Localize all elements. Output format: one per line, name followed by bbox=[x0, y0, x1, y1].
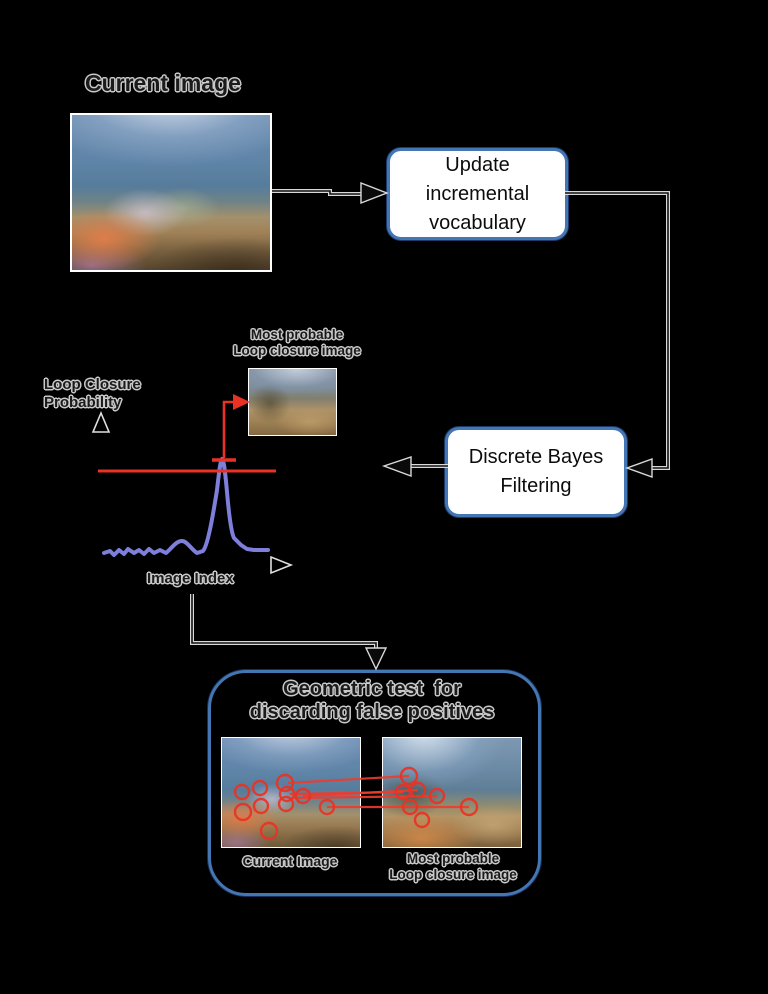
arrow-bayes-to-plot bbox=[381, 456, 448, 478]
geometric-right-caption: Most probable Loop closure image bbox=[375, 851, 531, 883]
y-axis-label: Loop Closure Probability bbox=[44, 376, 141, 412]
y-axis-arrow-icon bbox=[91, 410, 111, 433]
geometric-right-caption-line1: Most probable bbox=[406, 851, 500, 866]
geometric-test-node bbox=[208, 670, 541, 896]
arrow-plot-to-geometric bbox=[190, 594, 388, 671]
geometric-loop-closure-image bbox=[382, 737, 522, 848]
peak-annotation-label: Most probable Loop closure image bbox=[218, 327, 376, 359]
y-axis-label-line1: Loop Closure bbox=[44, 376, 141, 393]
geometric-test-title-line2: discarding false positives bbox=[249, 701, 495, 723]
peak-annotation-line1: Most probable bbox=[250, 327, 344, 342]
geometric-test-title-line1: Geometric test for bbox=[283, 678, 461, 700]
geometric-current-image bbox=[221, 737, 361, 848]
update-vocabulary-line3: vocabulary bbox=[429, 211, 526, 234]
x-axis-label: Image Index bbox=[147, 570, 234, 587]
peak-pointer-line bbox=[222, 400, 234, 458]
bayes-filtering-line2: Filtering bbox=[500, 475, 572, 497]
current-image-title: Current image bbox=[85, 70, 241, 96]
update-vocabulary-line1: Update bbox=[445, 153, 510, 176]
peak-annotation-line2: Loop closure image bbox=[233, 343, 361, 358]
current-image-photo bbox=[70, 113, 272, 272]
update-vocabulary-line2: incremental bbox=[425, 182, 530, 205]
geometric-right-caption-line2: Loop closure image bbox=[389, 867, 517, 882]
x-axis-arrow-icon bbox=[270, 555, 294, 575]
y-axis-label-line2: Probability bbox=[44, 394, 122, 411]
update-vocabulary-node: Update incremental vocabulary bbox=[387, 148, 568, 240]
geometric-test-title: Geometric test for discarding false posi… bbox=[218, 678, 526, 724]
geometric-left-caption: Current Image bbox=[242, 853, 338, 869]
bayes-filtering-line1: Discrete Bayes bbox=[468, 446, 604, 468]
arrow-current-to-update bbox=[272, 181, 389, 205]
probability-curve bbox=[102, 457, 270, 557]
loop-closure-thumbnail bbox=[248, 368, 337, 436]
bayes-filtering-node: Discrete Bayes Filtering bbox=[445, 427, 627, 517]
